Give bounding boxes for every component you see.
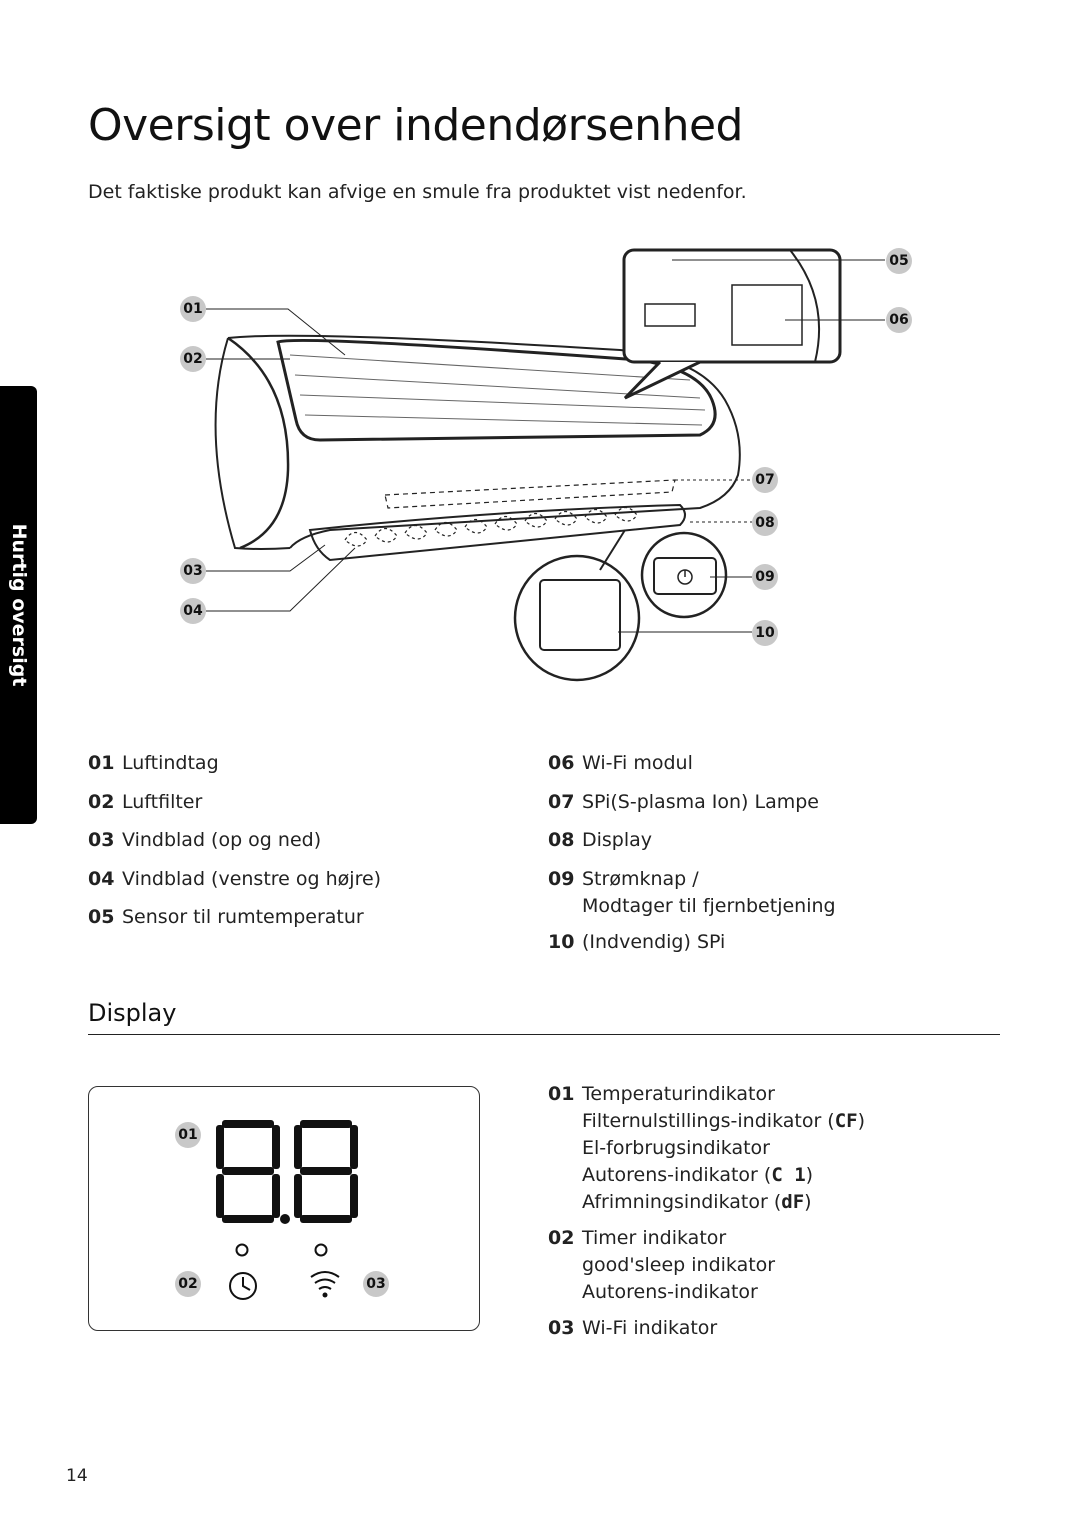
legend-num: 01	[548, 1083, 575, 1105]
legend-num: 07	[548, 790, 575, 813]
page-subtitle: Det faktiske produkt kan afvige en smule…	[88, 181, 747, 203]
legend-text: Sensor til rumtemperatur	[122, 906, 364, 928]
legend-text: Display	[582, 829, 653, 851]
legend-num: 01	[88, 752, 115, 774]
legend-item: 04 Vindblad (venstre og højre)	[88, 866, 381, 905]
legend-num: 03	[88, 829, 115, 851]
figure-badge-09: 09	[752, 564, 778, 590]
legend-item: 06 Wi-Fi modul	[548, 750, 836, 789]
legend-item: 08 Display	[548, 827, 836, 866]
legend-text-line: Filternulstillings-indikator (	[582, 1110, 835, 1132]
legend-text-line: Afrimningsindikator (	[582, 1191, 782, 1213]
legend-text: Vindblad (op og ned)	[122, 829, 322, 851]
segment-code: C 1	[771, 1164, 806, 1186]
legend-text-line: Autorens-indikator (	[582, 1164, 772, 1186]
legend-text-line: good'sleep indikator	[582, 1254, 776, 1276]
legend-left: 01 Luftindtag 02 Luftfilter 03 Vindblad (op…	[88, 750, 381, 943]
legend-item: 02 Luftfilter	[88, 789, 381, 828]
display-legend: 01 Temperaturindikator Filternulstilling…	[548, 1081, 865, 1351]
legend-text: Vindblad (venstre og højre)	[122, 867, 382, 890]
panel-badge-01: 01	[175, 1122, 201, 1148]
legend-num: 03	[548, 1317, 575, 1339]
figure-badge-10: 10	[752, 620, 778, 646]
legend-text: Luftindtag	[122, 752, 219, 774]
figure-badge-01: 01	[180, 296, 206, 322]
figure-badge-05: 05	[886, 248, 912, 274]
segment-code: CF	[834, 1110, 858, 1132]
legend-text-line: Temperaturindikator	[582, 1083, 775, 1105]
legend-text-line: Strømknap /	[582, 867, 699, 890]
legend-num: 06	[548, 752, 575, 774]
legend-item: 05 Sensor til rumtemperatur	[88, 904, 381, 943]
legend-item: 09 Strømknap / Modtager til fjernbetjening	[548, 866, 836, 920]
page-title: Oversigt over indendørsenhed	[88, 100, 743, 151]
legend-item: 07 SPi(S-plasma Ion) Lampe	[548, 789, 836, 828]
panel-badge-02: 02	[175, 1271, 201, 1297]
page-number: 14	[66, 1466, 88, 1486]
figure-badge-06: 06	[886, 307, 912, 333]
segment-code: dF	[781, 1191, 805, 1213]
legend-item: 10 (Indvendig) SPi	[548, 929, 836, 968]
panel-badge-03: 03	[363, 1271, 389, 1297]
legend-text-line: Autorens-indikator	[582, 1281, 758, 1303]
indoor-unit-illustration	[206, 248, 885, 682]
legend-num: 08	[548, 829, 575, 851]
legend-text: (Indvendig) SPi	[582, 930, 726, 953]
legend-num: 02	[88, 790, 115, 813]
side-tab[interactable]: Hurtig oversigt	[0, 386, 37, 824]
figure-badge-07: 07	[752, 467, 778, 493]
legend-text-line: Modtager til fjernbetjening	[582, 894, 836, 917]
legend-text: Luftfilter	[122, 790, 203, 813]
figure-badge-03: 03	[180, 558, 206, 584]
legend-text: Wi-Fi modul	[582, 752, 693, 774]
section-divider	[88, 1034, 1000, 1035]
legend-item: 01 Luftindtag	[88, 750, 381, 789]
display-legend-item: 03 Wi-Fi indikator	[548, 1315, 865, 1342]
figure-badge-02: 02	[180, 346, 206, 372]
section-heading-display: Display	[88, 999, 177, 1027]
legend-num: 09	[548, 867, 575, 890]
figure-badge-08: 08	[752, 510, 778, 536]
legend-num: 10	[548, 930, 575, 953]
legend-text-line: Timer indikator	[582, 1227, 727, 1249]
display-panel: 01 02 03	[88, 1086, 480, 1331]
legend-text-line: El-forbrugsindikator	[582, 1137, 770, 1159]
figure-badge-04: 04	[180, 598, 206, 624]
legend-text: SPi(S-plasma Ion) Lampe	[582, 790, 819, 813]
legend-text-line: Wi-Fi indikator	[582, 1317, 718, 1339]
legend-item: 03 Vindblad (op og ned)	[88, 827, 381, 866]
display-legend-item: 02 Timer indikator good'sleep indikator …	[548, 1225, 865, 1306]
display-panel-graphic	[216, 1120, 358, 1300]
legend-num: 04	[88, 867, 115, 890]
display-legend-item: 01 Temperaturindikator Filternulstilling…	[548, 1083, 866, 1213]
legend-num: 05	[88, 906, 115, 928]
legend-num: 02	[548, 1227, 575, 1249]
